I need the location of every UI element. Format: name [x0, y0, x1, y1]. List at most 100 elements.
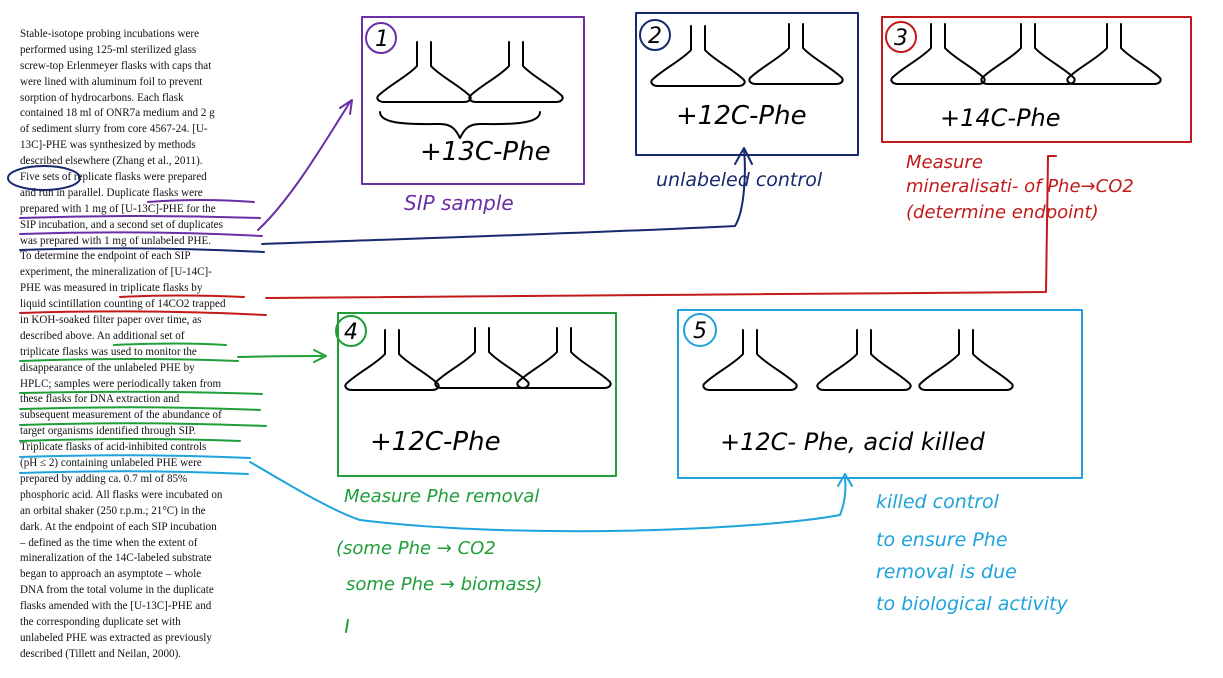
- passage-line: experiment, the mineralization of [U-14C…: [20, 266, 212, 279]
- box-1-frame: [361, 16, 585, 185]
- passage-line: these flasks for DNA extraction and: [20, 393, 180, 406]
- box-5-label: +12C- Phe, acid killed: [720, 428, 986, 456]
- passage-line: PHE was measured in triplicate flasks by: [20, 282, 203, 295]
- box-3-note: mineralisati- of Phe→CO2: [906, 176, 1134, 197]
- underline-cyan: [19, 454, 251, 459]
- passage-line: dark. At the endpoint of each SIP incuba…: [20, 520, 217, 533]
- passage-marks: [7, 165, 267, 475]
- passage-line: flasks amended with the [U-13C]-PHE and: [20, 600, 212, 613]
- box-3-note: Measure: [906, 152, 983, 173]
- passage-line: performed using 125-ml sterilized glass: [20, 43, 197, 56]
- methods-passage: Stable-isotope probing incubations were …: [20, 27, 268, 663]
- box-5-note: killed control: [876, 491, 1000, 513]
- passage-line: prepared with 1 mg of [U-13C]-PHE for th…: [20, 202, 216, 215]
- flask-set-2: 2 +12C-Phe unlabeled control: [635, 12, 859, 191]
- box-5-frame: [677, 309, 1083, 479]
- flask-set-3: 3 +14C-Phe Measure mineralisati- of Phe→…: [881, 16, 1192, 223]
- box-4-note: Measure Phe removal: [344, 486, 539, 507]
- box-1-label: +13C-Phe: [420, 137, 551, 167]
- flask-icon: [748, 23, 844, 85]
- flask-icon: [376, 41, 472, 103]
- box-3-number: 3: [894, 26, 908, 51]
- flask-icon: [1066, 23, 1162, 85]
- number-circle: [683, 313, 717, 347]
- passage-line: target organisms identified through SIP.: [20, 425, 197, 438]
- underline-green: [19, 390, 263, 395]
- passage-line: HPLC; samples were periodically taken fr…: [20, 377, 222, 390]
- box-5-note: to ensure Phe: [876, 529, 1008, 551]
- arrowhead-icon: [837, 473, 853, 487]
- passage-line: Stable-isotope probing incubations were: [20, 28, 200, 40]
- underline-green: [19, 358, 239, 362]
- box-3-label: +14C-Phe: [940, 104, 1061, 132]
- passage-line: an orbital shaker (250 r.p.m.; 21°C) in …: [20, 504, 206, 517]
- underline-green: [19, 422, 267, 427]
- pen-mark: [345, 619, 349, 633]
- connectors: [237, 99, 1057, 533]
- passage-line: began to approach an asymptote – whole: [20, 568, 202, 581]
- number-circle: [885, 21, 917, 53]
- box-3-frame: [881, 16, 1192, 143]
- passage-line: Five sets of replicate flasks were prepa…: [20, 171, 207, 184]
- passage-line: SIP incubation, and a second set of dupl…: [20, 218, 223, 231]
- passage-line: DNA from the total volume in the duplica…: [20, 584, 214, 597]
- flask-icon: [468, 41, 564, 103]
- underline-green: [19, 406, 261, 411]
- number-circle: [335, 315, 367, 347]
- underline-red: [19, 310, 267, 316]
- underline-green: [113, 342, 227, 346]
- box-4-label: +12C-Phe: [370, 427, 501, 457]
- passage-line: liquid scintillation counting of 14CO2 t…: [20, 298, 226, 311]
- flask-icon: [980, 23, 1076, 85]
- flask-icon: [434, 327, 530, 389]
- passage-line: To determine the endpoint of each SIP: [20, 250, 191, 263]
- box-5-number: 5: [693, 319, 707, 344]
- box-5-note: removal is due: [876, 561, 1017, 583]
- passage-line: mineralization of the 14C-labeled substr…: [20, 552, 212, 565]
- box-2-label: +12C-Phe: [676, 101, 807, 131]
- passage-line: subsequent measurement of the abundance …: [20, 409, 222, 422]
- underline-red: [119, 294, 245, 298]
- passage-line: were lined with aluminum foil to prevent: [20, 75, 203, 88]
- box-1-note: SIP sample: [404, 191, 514, 215]
- box-2-frame: [635, 12, 859, 156]
- passage-line: phosphoric acid. All flasks were incubat…: [20, 488, 223, 501]
- passage-line: prepared by adding ca. 0.7 ml of 85%: [20, 472, 188, 485]
- passage-line: sorption of hydrocarbons. Each flask: [20, 91, 184, 104]
- passage-line: (pH ≤ 2) containing unlabeled PHE were: [20, 457, 202, 470]
- flask-set-4: 4 +12C-Phe Measure Phe removal (some Phe…: [335, 312, 617, 633]
- box-4-note: some Phe → biomass): [346, 574, 542, 595]
- arrowhead-icon: [313, 349, 327, 363]
- passage-line: contained 18 ml of ONR7a medium and 2 g: [20, 107, 215, 120]
- box-4-note: (some Phe → CO2: [336, 538, 496, 559]
- five-sets-circle: [7, 165, 81, 191]
- passage-line: described (Tillett and Neilan, 2000).: [20, 647, 182, 660]
- arrowhead-icon: [734, 147, 753, 165]
- passage-line: in KOH-soaked filter paper over time, as: [20, 314, 202, 327]
- box-4-number: 4: [344, 320, 358, 345]
- flask-icon: [702, 329, 798, 391]
- brace-icon: [379, 111, 541, 139]
- underline-purple: [19, 215, 261, 219]
- box-3-note: (determine endpoint): [906, 202, 1099, 223]
- passage-line: disappearance of the unlabeled PHE by: [20, 361, 195, 374]
- flask-icon: [516, 327, 612, 389]
- passage-line: was prepared with 1 mg of unlabeled PHE.: [20, 234, 212, 247]
- flask-icon: [344, 329, 440, 391]
- number-circle: [639, 19, 671, 51]
- connector-red: [265, 155, 1057, 299]
- connector-green: [237, 355, 323, 358]
- flask-icon: [650, 25, 746, 87]
- passage-line: of sediment slurry from core 4567-24. [U…: [20, 123, 208, 136]
- underline-purple: [147, 199, 255, 203]
- box-1-number: 1: [375, 27, 389, 52]
- passage-line: unlabeled PHE was extracted as previousl…: [20, 631, 212, 644]
- number-circle: [365, 22, 397, 54]
- underline-cyan: [19, 470, 249, 475]
- flask-icon: [816, 329, 912, 391]
- flask-set-5: 5 +12C- Phe, acid killed killed control …: [677, 309, 1083, 615]
- box-2-number: 2: [648, 24, 662, 49]
- flask-icon: [918, 329, 1014, 391]
- underline-green: [19, 438, 241, 442]
